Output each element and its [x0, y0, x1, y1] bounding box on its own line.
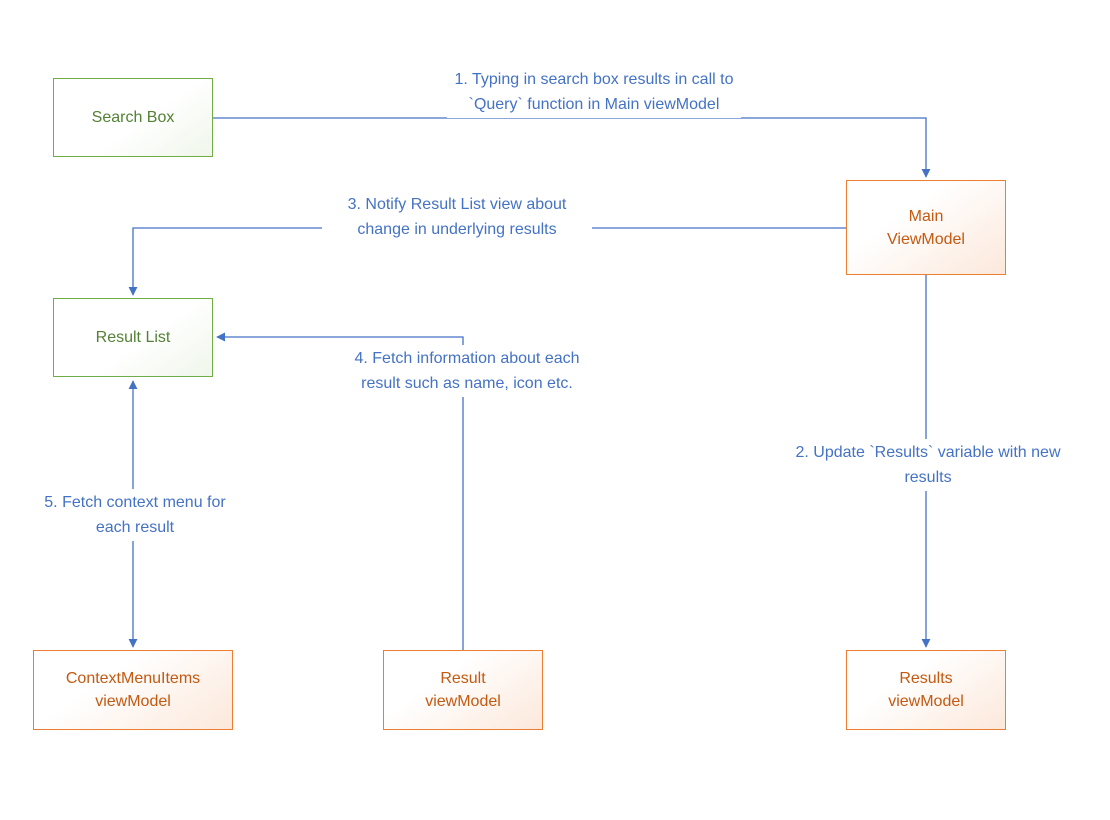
node-search-box: Search Box: [53, 78, 213, 157]
node-result-viewmodel-label-line2: viewModel: [425, 693, 501, 710]
node-result-list: Result List: [53, 298, 213, 377]
node-results-viewmodel: Results viewModel: [846, 650, 1006, 730]
node-main-viewmodel-label-line2: ViewModel: [887, 230, 965, 248]
node-contextmenuitems-viewmodel: ContextMenuItems viewModel: [33, 650, 233, 730]
node-results-viewmodel-label-line2: viewModel: [888, 693, 964, 710]
node-search-box-label: Search Box: [91, 109, 175, 126]
node-result-list-label: Result List: [95, 329, 171, 346]
node-main-viewmodel: Main ViewModel: [846, 180, 1006, 275]
node-result-viewmodel: Result viewModel: [383, 650, 543, 730]
node-main-viewmodel-label-line1: Main: [908, 207, 944, 225]
node-result-viewmodel-label-line1: Result: [440, 670, 486, 687]
node-contextmenuitems-viewmodel-label-line1: ContextMenuItems: [65, 670, 201, 687]
annotation-step5: 5. Fetch context menu for each result: [23, 489, 247, 541]
annotation-step3: 3. Notify Result List view about change …: [322, 191, 592, 243]
arrow-step4-resultviewmodel-to-resultlist: [216, 332, 464, 650]
node-results-viewmodel-label-line1: Results: [899, 670, 953, 687]
arrow-step1-searchbox-to-mainviewmodel: [213, 117, 931, 178]
node-contextmenuitems-viewmodel-label-line2: viewModel: [95, 693, 171, 710]
annotation-step4: 4. Fetch information about each result s…: [334, 345, 600, 397]
annotation-step1: 1. Typing in search box results in call …: [447, 66, 741, 118]
arrow-step3-mainviewmodel-to-resultlist: [128, 227, 846, 296]
annotation-step2: 2. Update `Results` variable with new re…: [771, 439, 1085, 491]
